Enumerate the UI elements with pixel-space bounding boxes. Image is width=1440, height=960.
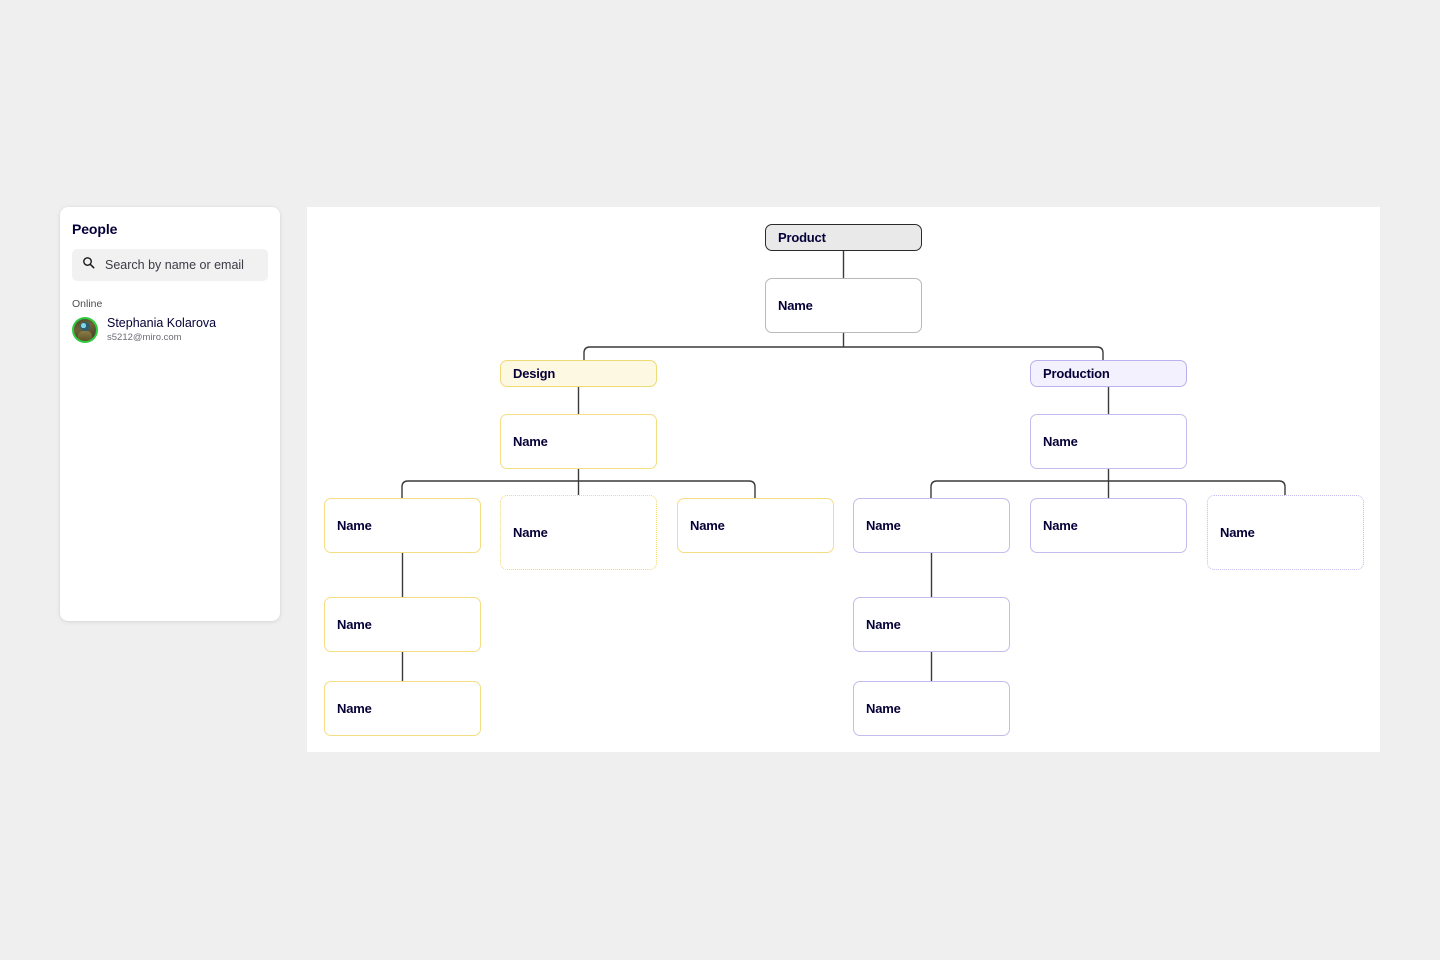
org-node-production[interactable]: Production xyxy=(1030,360,1187,387)
search-icon xyxy=(82,256,95,274)
person-email: s5212@miro.com xyxy=(107,332,182,344)
org-node-d-c1-a[interactable]: Name xyxy=(324,597,481,652)
person-details: Stephania Kolarova s5212@miro.com xyxy=(107,316,216,345)
org-node-label: Name xyxy=(513,525,548,540)
person-name: Stephania Kolarova xyxy=(107,315,217,330)
people-panel: People Online Stephania Kolarova s5212@m… xyxy=(60,207,280,621)
page-title: People xyxy=(72,221,118,237)
online-section-label: Online xyxy=(72,298,103,310)
org-node-d-c3[interactable]: Name xyxy=(677,498,834,553)
org-node-production-name[interactable]: Name xyxy=(1030,414,1187,469)
org-node-p-c1[interactable]: Name xyxy=(853,498,1010,553)
org-node-label: Name xyxy=(778,298,813,313)
org-node-label: Name xyxy=(866,701,901,716)
org-chart-connectors xyxy=(401,251,1286,681)
org-node-root[interactable]: Product xyxy=(765,224,922,251)
avatar xyxy=(72,317,98,343)
org-node-label: Name xyxy=(1043,518,1078,533)
org-node-p-c2[interactable]: Name xyxy=(1030,498,1187,553)
org-node-label: Design xyxy=(513,366,556,381)
org-node-d-c2[interactable]: Name xyxy=(500,495,657,570)
org-node-p-c1-b[interactable]: Name xyxy=(853,681,1010,736)
org-node-p-c1-a[interactable]: Name xyxy=(853,597,1010,652)
org-node-label: Name xyxy=(866,518,901,533)
org-node-label: Production xyxy=(1043,366,1110,381)
org-node-label: Name xyxy=(337,701,372,716)
search-input[interactable] xyxy=(103,257,253,273)
org-node-label: Name xyxy=(866,617,901,632)
org-node-p-c3[interactable]: Name xyxy=(1207,495,1364,570)
org-node-d-c1-b[interactable]: Name xyxy=(324,681,481,736)
org-node-root-name[interactable]: Name xyxy=(765,278,922,333)
avatar-image xyxy=(74,319,96,341)
org-node-label: Name xyxy=(1043,434,1078,449)
search-field[interactable] xyxy=(72,249,268,281)
org-node-label: Name xyxy=(337,617,372,632)
list-item[interactable]: Stephania Kolarova s5212@miro.com xyxy=(72,310,268,350)
org-node-label: Name xyxy=(337,518,372,533)
org-node-label: Name xyxy=(1220,525,1255,540)
org-node-label: Name xyxy=(513,434,548,449)
org-node-design[interactable]: Design xyxy=(500,360,657,387)
org-node-d-c1[interactable]: Name xyxy=(324,498,481,553)
org-node-label: Product xyxy=(778,230,826,245)
org-node-design-name[interactable]: Name xyxy=(500,414,657,469)
org-node-label: Name xyxy=(690,518,725,533)
